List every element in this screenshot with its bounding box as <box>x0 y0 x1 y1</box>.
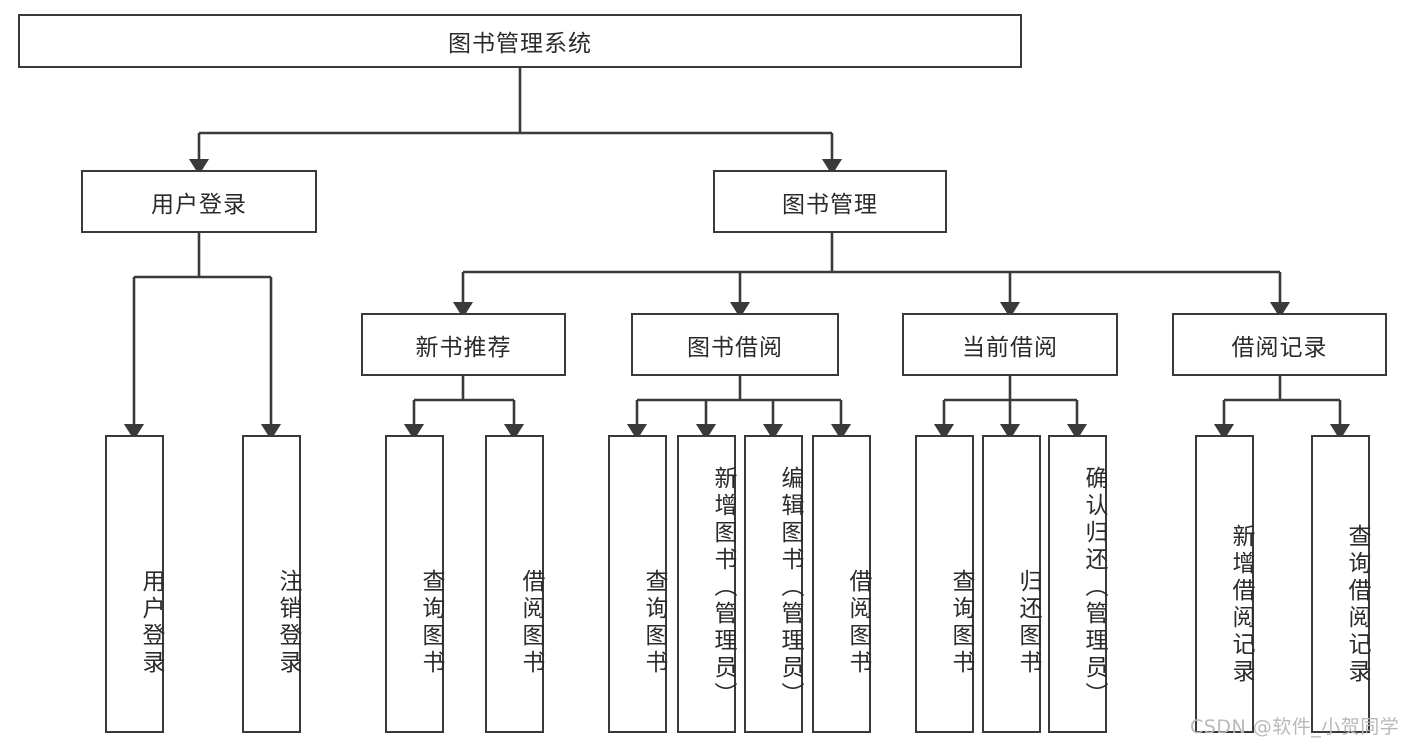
node-borrow-record[interactable]: 借阅记录 <box>1172 313 1387 376</box>
node-label: 注销登录 <box>275 569 301 677</box>
leaf-user-login-signout[interactable]: 注销登录 <box>242 435 301 733</box>
node-label: 查询图书 <box>418 569 444 677</box>
leaf-record-query-record[interactable]: 查询借阅记录 <box>1311 435 1370 733</box>
node-label: 当前借阅 <box>962 334 1058 361</box>
leaf-borrow-query-book[interactable]: 查询图书 <box>608 435 667 733</box>
node-current-borrow[interactable]: 当前借阅 <box>902 313 1118 376</box>
node-new-book-recommend[interactable]: 新书推荐 <box>361 313 566 376</box>
leaf-current-query-book[interactable]: 查询图书 <box>915 435 974 733</box>
node-label: 图书管理系统 <box>448 31 592 57</box>
node-label: 归还图书 <box>1015 569 1041 677</box>
node-label: 图书管理 <box>782 191 878 218</box>
node-label: 查询图书 <box>948 569 974 677</box>
node-book-borrow[interactable]: 图书借阅 <box>631 313 839 376</box>
node-label: 借阅图书 <box>845 569 871 677</box>
node-label: 确认归还（管理员） <box>1081 465 1107 709</box>
leaf-current-return-book[interactable]: 归还图书 <box>982 435 1041 733</box>
leaf-recommend-borrow-book[interactable]: 借阅图书 <box>485 435 544 733</box>
node-root-system[interactable]: 图书管理系统 <box>18 14 1022 68</box>
node-label: 新书推荐 <box>415 334 512 361</box>
node-label: 借阅记录 <box>1231 334 1328 361</box>
node-label: 图书借阅 <box>687 334 783 361</box>
leaf-borrow-borrow-book[interactable]: 借阅图书 <box>812 435 871 733</box>
node-label: 用户登录 <box>138 569 164 677</box>
leaf-borrow-edit-book-admin[interactable]: 编辑图书（管理员） <box>744 435 803 733</box>
leaf-record-add-record[interactable]: 新增借阅记录 <box>1195 435 1254 733</box>
leaf-borrow-add-book-admin[interactable]: 新增图书（管理员） <box>677 435 736 733</box>
node-user-login[interactable]: 用户登录 <box>81 170 317 233</box>
leaf-current-confirm-return-admin[interactable]: 确认归还（管理员） <box>1048 435 1107 733</box>
node-label: 新增图书（管理员） <box>710 465 736 709</box>
leaf-recommend-query-book[interactable]: 查询图书 <box>385 435 444 733</box>
node-label: 查询图书 <box>641 569 667 677</box>
leaf-user-login-signin[interactable]: 用户登录 <box>105 435 164 733</box>
node-label: 新增借阅记录 <box>1228 524 1254 686</box>
node-book-management[interactable]: 图书管理 <box>713 170 947 233</box>
watermark-text: CSDN @软件_小贺同学 <box>1190 716 1400 738</box>
node-label: 用户登录 <box>151 191 247 218</box>
node-label: 查询借阅记录 <box>1344 524 1370 686</box>
node-label: 借阅图书 <box>518 569 544 677</box>
node-label: 编辑图书（管理员） <box>777 465 803 709</box>
